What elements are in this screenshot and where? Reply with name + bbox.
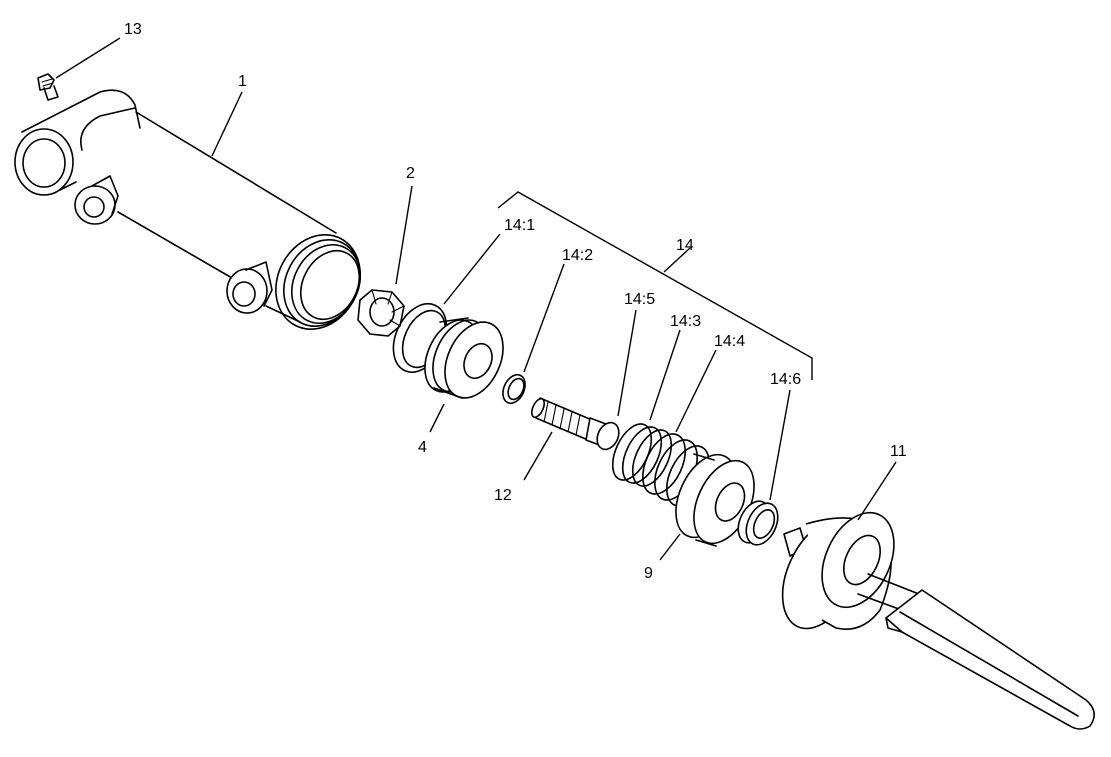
callout-14-5: 14:5 — [624, 291, 655, 308]
part-14-6-wiper — [737, 500, 779, 546]
callout-4: 4 — [418, 439, 427, 456]
callout-14-2: 14:2 — [562, 247, 593, 264]
callout-2: 2 — [406, 165, 415, 182]
callout-14-6: 14:6 — [770, 371, 801, 388]
callout-13: 13 — [124, 21, 142, 38]
callout-11: 11 — [890, 443, 907, 460]
callout-12: 12 — [494, 487, 512, 504]
callout-14-3: 14:3 — [670, 313, 701, 330]
group-14-bracket — [497, 191, 813, 380]
part-14-2-o-ring — [502, 373, 526, 405]
part-4-piston — [424, 317, 504, 399]
callout-14: 14 — [676, 237, 694, 254]
part-12-piston-rod — [531, 397, 620, 451]
callout-9: 9 — [644, 565, 653, 582]
part-13-grease-nipple — [37, 73, 59, 101]
part-11-rod-end — [781, 511, 1095, 730]
leader-lines — [55, 37, 897, 561]
callout-14-4: 14:4 — [714, 333, 745, 350]
part-1-cylinder-body — [14, 89, 361, 330]
callout-1: 1 — [238, 73, 247, 90]
callout-14-1: 14:1 — [504, 217, 535, 234]
